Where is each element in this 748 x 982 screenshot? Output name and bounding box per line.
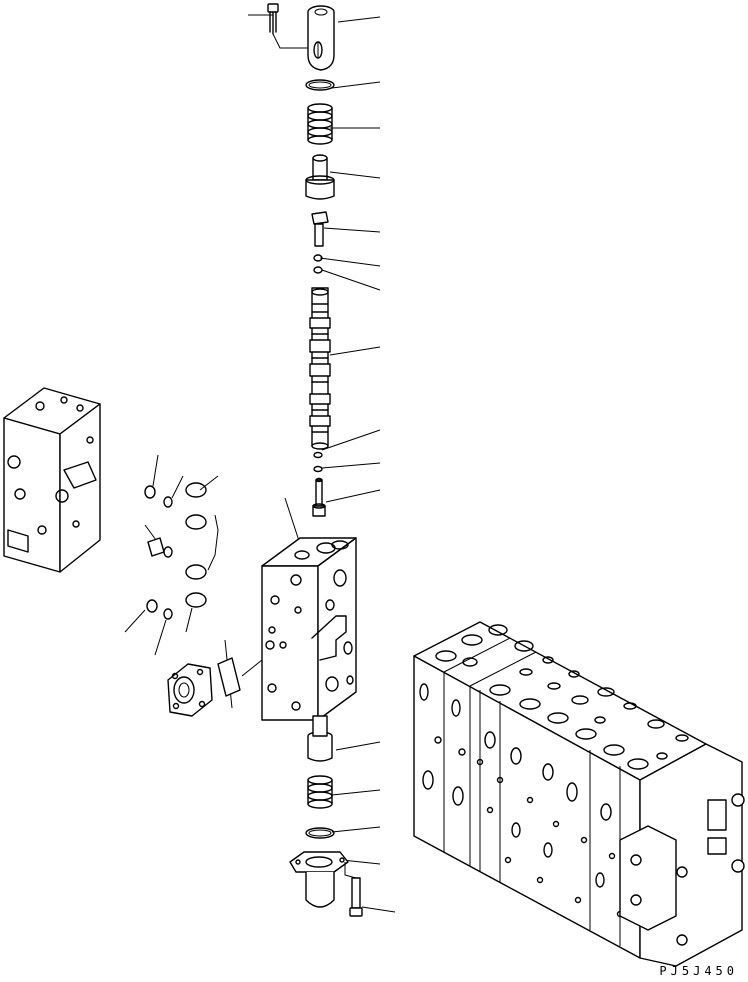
drawing-code: PJ5J450 [659, 964, 738, 978]
spring-cover-top [307, 5, 335, 71]
o-ring-cluster-left [144, 482, 207, 620]
relief-cap-left [167, 657, 263, 717]
cap-screw-top [267, 3, 315, 49]
end-block-left [3, 387, 101, 573]
spring-bottom [307, 775, 333, 809]
o-ring-bottom [305, 827, 335, 839]
pin-lower [312, 477, 326, 517]
valve-section-block [261, 537, 357, 721]
o-ring-small-upper [313, 254, 323, 274]
o-ring-small-lower [313, 451, 323, 473]
cap-screw-bottom [344, 862, 363, 917]
pin-small [311, 211, 329, 247]
spring-top [307, 103, 333, 145]
control-valve-assembly [413, 621, 745, 967]
spring-retainer-bottom [307, 715, 333, 762]
spool [309, 287, 331, 450]
spring-retainer-top [305, 154, 335, 200]
o-ring-top [305, 79, 335, 91]
spring-cover-bottom [289, 851, 349, 908]
leader-lines [124, 14, 396, 913]
